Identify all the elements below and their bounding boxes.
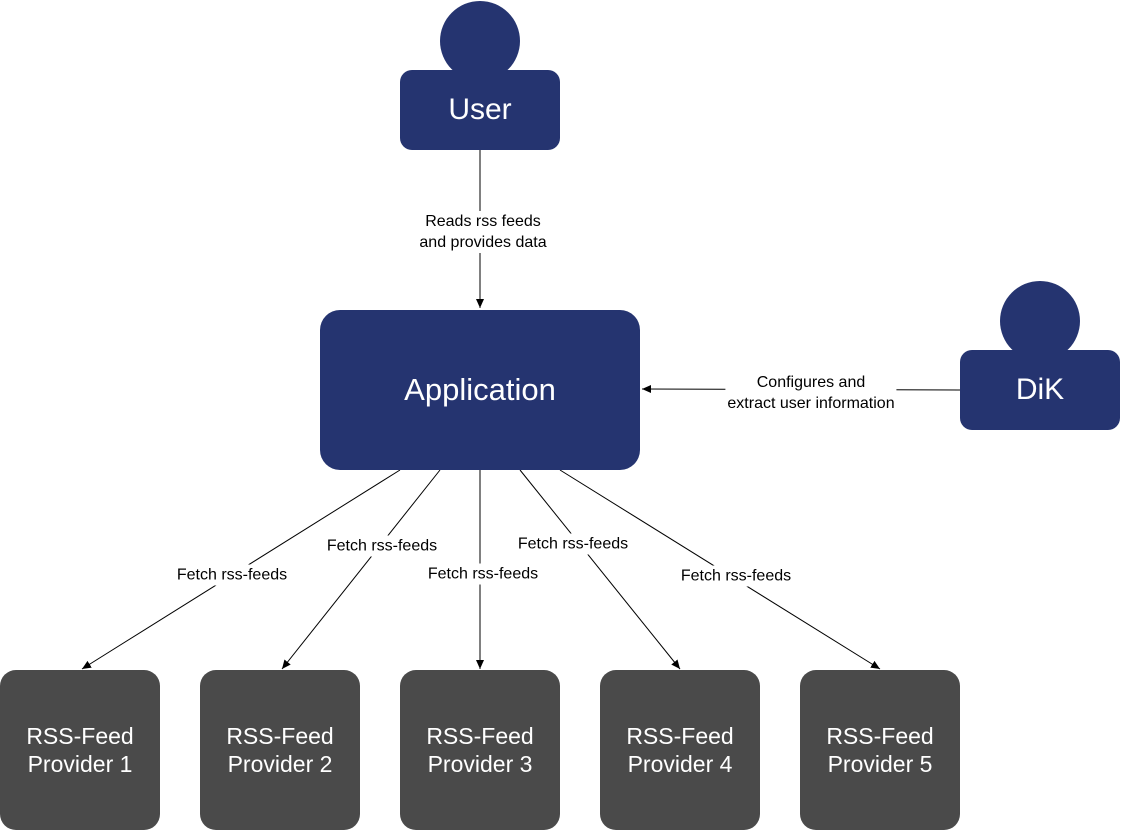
- user-actor[interactable]: User: [400, 70, 560, 150]
- dik-actor[interactable]: DiK: [960, 350, 1120, 430]
- user-label: User: [448, 93, 512, 126]
- application-node[interactable]: Application: [320, 310, 640, 470]
- provider-node-3[interactable]: RSS-Feed Provider 3: [400, 670, 560, 830]
- provider-label: RSS-Feed Provider 2: [226, 723, 334, 777]
- provider-label: RSS-Feed Provider 1: [26, 723, 134, 777]
- edge-label-dik-to-application: Configures and extract user information: [725, 372, 897, 414]
- user-head-icon: [440, 1, 520, 81]
- provider-node-2[interactable]: RSS-Feed Provider 2: [200, 670, 360, 830]
- edge-fetch-provider-4: [519, 469, 681, 670]
- dik-label: DiK: [1015, 373, 1065, 406]
- provider-label: RSS-Feed Provider 3: [426, 723, 534, 777]
- application-label: Application: [404, 372, 556, 407]
- provider-label: RSS-Feed Provider 5: [826, 723, 934, 777]
- edge-label-fetch-3: Fetch rss-feeds: [425, 563, 541, 585]
- edge-label-user-to-application: Reads rss feeds and provides data: [417, 211, 549, 253]
- provider-node-1[interactable]: RSS-Feed Provider 1: [0, 670, 160, 830]
- provider-node-5[interactable]: RSS-Feed Provider 5: [800, 670, 960, 830]
- edge-label-fetch-2: Fetch rss-feeds: [324, 535, 440, 557]
- edge-label-fetch-1: Fetch rss-feeds: [174, 564, 290, 586]
- dik-head-icon: [1000, 281, 1080, 361]
- provider-label: RSS-Feed Provider 4: [626, 723, 734, 777]
- provider-node-4[interactable]: RSS-Feed Provider 4: [600, 670, 760, 830]
- edge-label-fetch-4: Fetch rss-feeds: [515, 533, 631, 555]
- edge-label-fetch-5: Fetch rss-feeds: [678, 565, 794, 587]
- edge-fetch-provider-2: [281, 469, 441, 670]
